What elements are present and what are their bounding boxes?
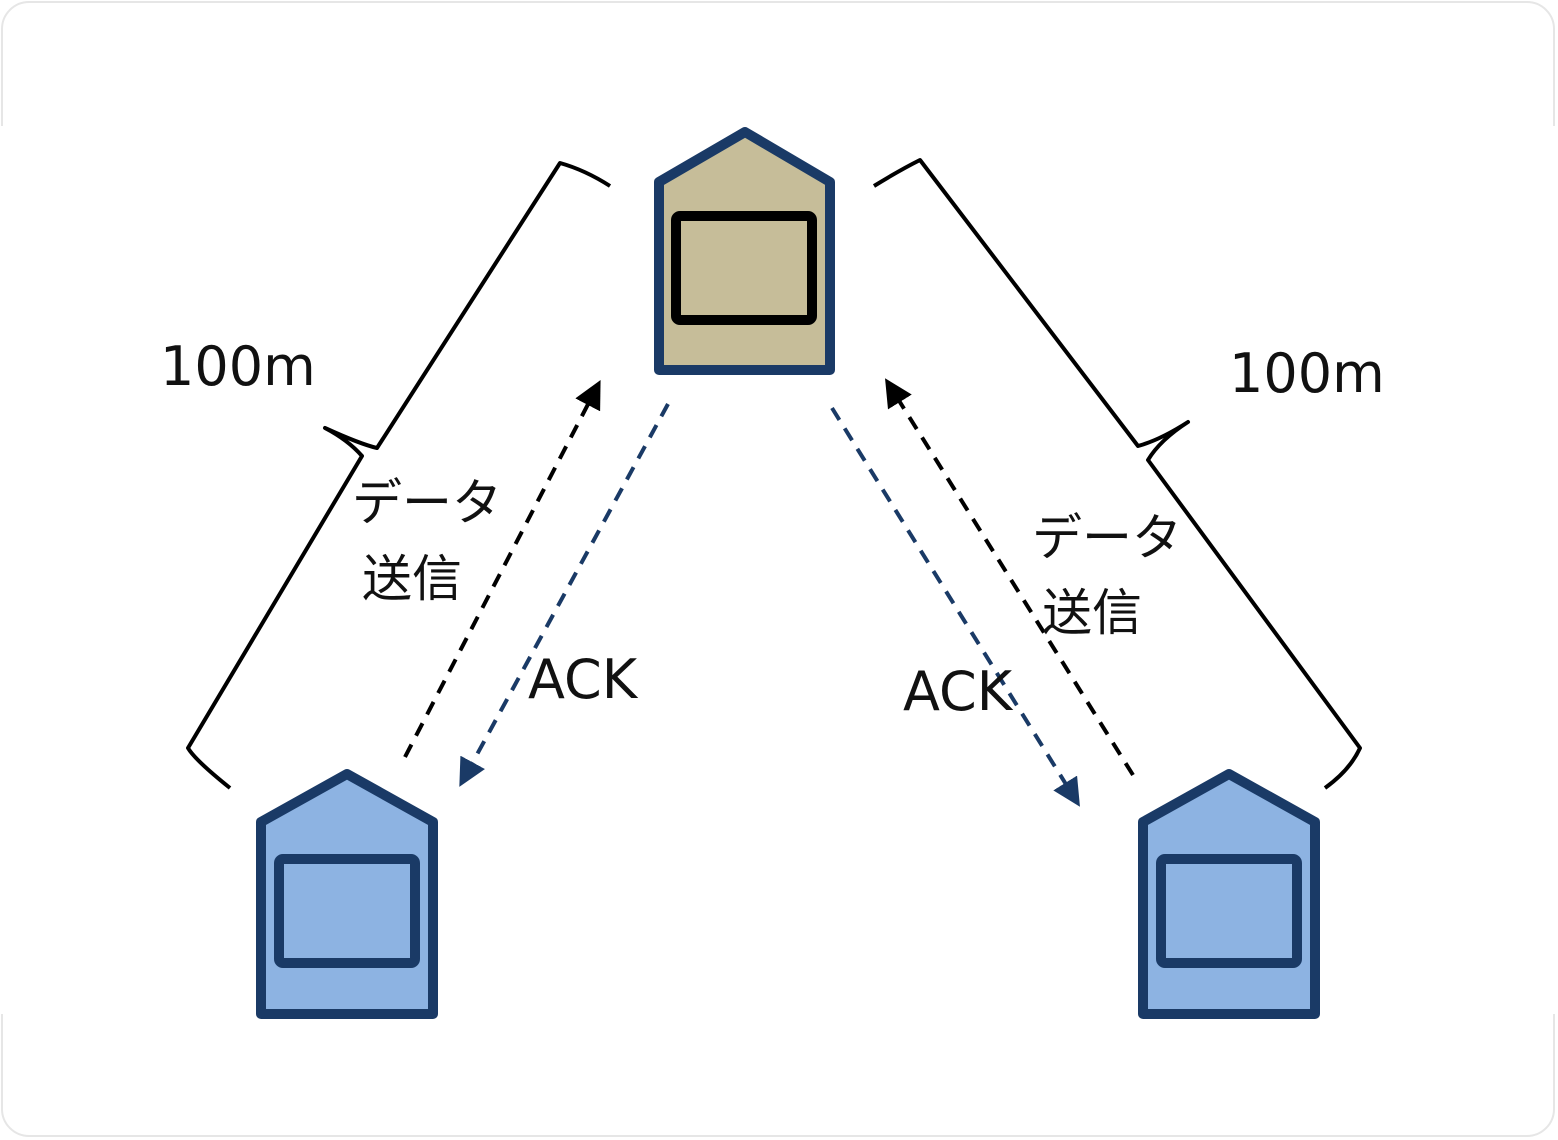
terminal-right-node [1138, 769, 1320, 1019]
data-arrow-left [403, 380, 601, 758]
distance-label-right: 100m [1229, 342, 1385, 405]
ack-label-right: ACK [903, 660, 1014, 723]
frame-side-mask-left [0, 126, 6, 1014]
gateway-node [654, 127, 835, 375]
terminal-left-screen-icon [274, 854, 420, 968]
terminal-left-node [256, 769, 438, 1019]
ack-label-left: ACK [528, 648, 639, 711]
terminal-right-screen-icon [1156, 854, 1302, 968]
data-label-right-line1: データ [1032, 509, 1182, 567]
distance-brace-right [872, 158, 1362, 790]
ack-arrow-left [459, 403, 670, 787]
distance-label-left: 100m [160, 335, 316, 398]
gateway-screen-icon [671, 211, 817, 325]
data-label-right-line2: 送信 [1042, 584, 1142, 642]
data-arrow-right [885, 378, 1135, 777]
data-label-left-line1: データ [352, 474, 502, 532]
ack-arrow-right [830, 406, 1080, 807]
distance-brace-left [186, 161, 612, 790]
data-label-left-line2: 送信 [362, 550, 462, 608]
frame-side-mask-right [1552, 126, 1558, 1014]
